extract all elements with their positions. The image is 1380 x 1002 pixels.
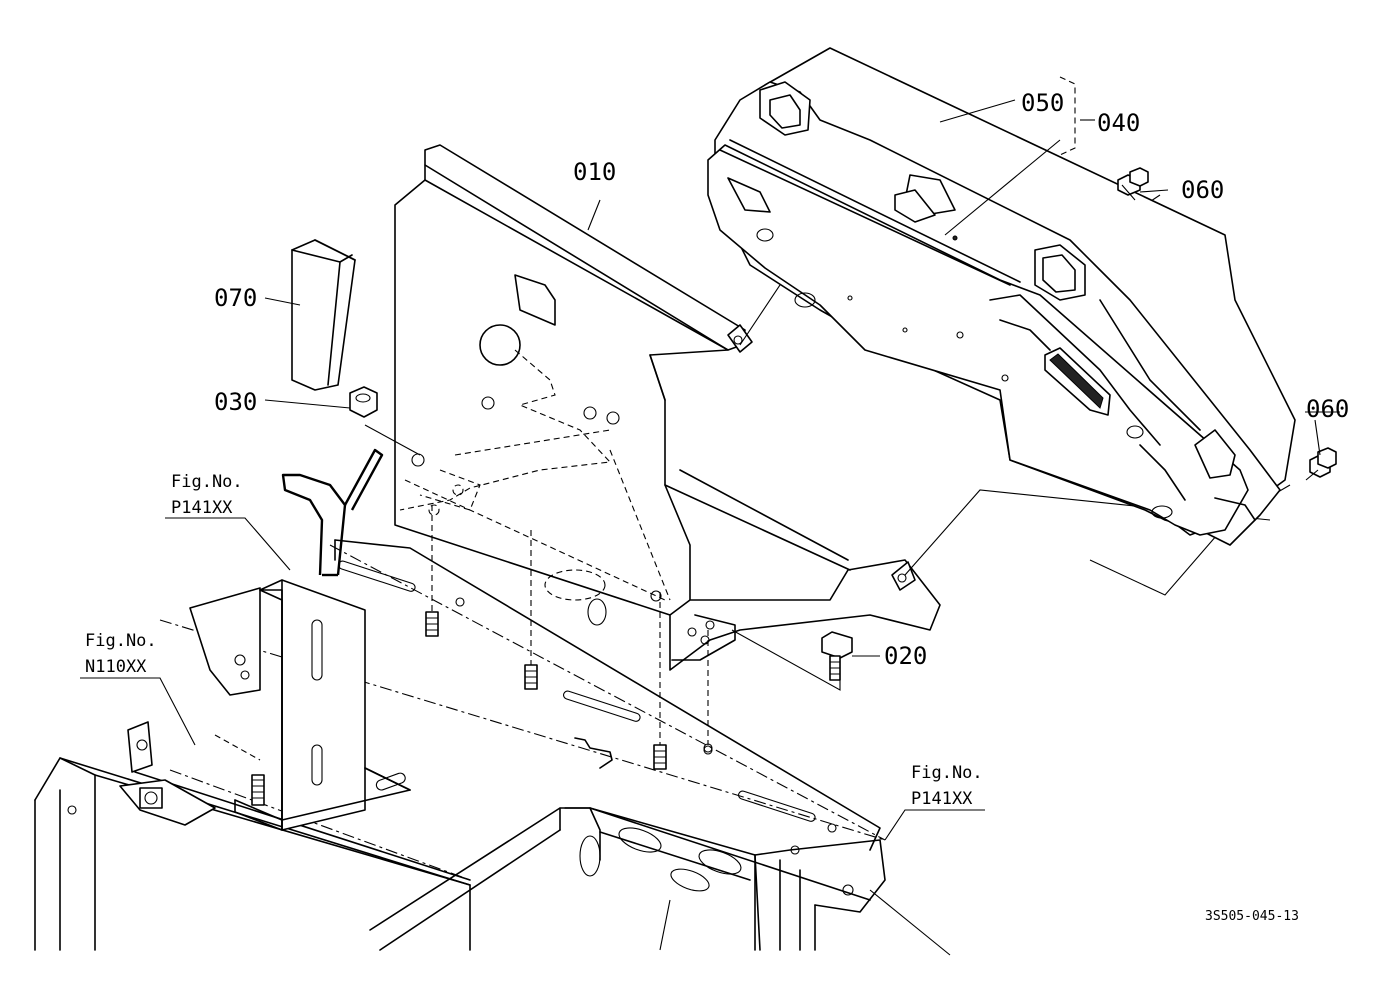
nut-030	[349, 386, 378, 418]
fig-ref-prefix-p141xx-right: Fig.No.	[911, 763, 983, 783]
screw-060-top	[1117, 167, 1149, 201]
hose-rod	[281, 448, 384, 577]
part-label-060-top: 060	[1181, 176, 1224, 204]
fig-ref-number-n110xx: N110XX	[85, 657, 147, 677]
stud-bolt	[251, 774, 265, 806]
part-label-030: 030	[214, 388, 257, 416]
fig-ref-number-p141xx-right: P141XX	[911, 789, 973, 809]
leader-lines	[80, 99, 1340, 841]
left-bracket	[189, 579, 411, 831]
fig-ref-prefix-n110xx: Fig.No.	[85, 631, 157, 651]
meter-panel-050	[707, 47, 1296, 546]
part-label-070: 070	[214, 284, 257, 312]
part-label-020: 020	[884, 642, 927, 670]
part-label-010: 010	[573, 158, 616, 186]
part-label-040: 040	[1097, 109, 1140, 137]
part-labels: 010 020 030 040 050 060 060 070	[214, 89, 1349, 670]
bolt-020	[821, 631, 853, 681]
part-label-060-bottom: 060	[1306, 395, 1349, 423]
fig-ref-number-p141xx-left: P141XX	[171, 498, 233, 518]
clamp-bracket	[119, 721, 261, 826]
part-label-050: 050	[1021, 89, 1064, 117]
pad-070	[291, 239, 356, 391]
screw-060-bottom	[1305, 447, 1337, 481]
fig-ref-prefix-p141xx-left: Fig.No.	[171, 472, 243, 492]
panel-bracket-010	[394, 144, 941, 671]
plate-studs	[425, 611, 713, 770]
figure-references: Fig.No. P141XX Fig.No. N110XX Fig.No. P1…	[85, 472, 983, 809]
drawing-code: 3S505-045-13	[1205, 909, 1299, 924]
